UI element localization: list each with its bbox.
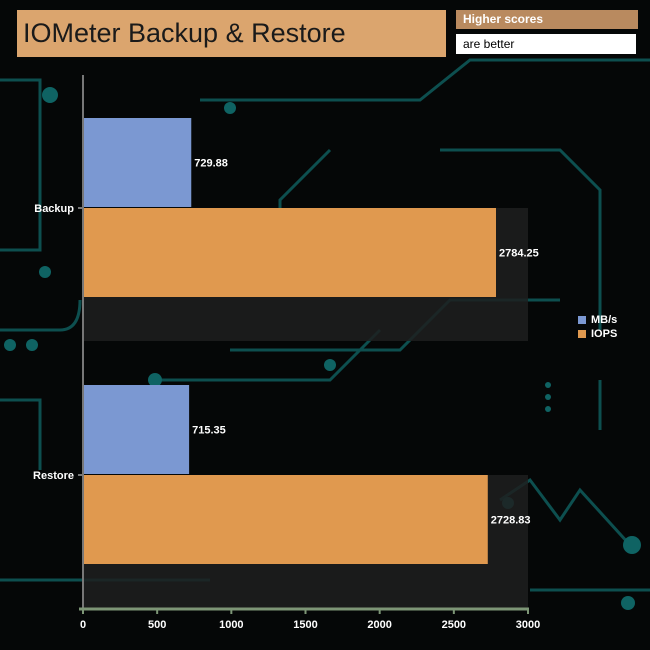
are-better-note: are better — [456, 34, 636, 54]
x-tick-label: 1500 — [293, 619, 317, 631]
category-label-backup: Backup — [34, 203, 74, 215]
x-tick-label: 2500 — [442, 619, 466, 631]
bar-backup-mbs — [83, 118, 192, 207]
legend: MB/s IOPS — [578, 313, 617, 341]
chart-title: IOMeter Backup & Restore — [17, 10, 446, 57]
bar-backup-iops — [83, 208, 496, 297]
x-tick-label: 3000 — [516, 619, 540, 631]
legend-swatch-iops — [578, 330, 586, 338]
x-tick-label: 2000 — [367, 619, 391, 631]
category-label-restore: Restore — [33, 470, 74, 482]
data-label: 715.35 — [192, 425, 226, 437]
data-label: 2784.25 — [499, 248, 539, 260]
bar-restore-iops — [83, 475, 488, 564]
x-tick-label: 500 — [148, 619, 166, 631]
x-tick-label: 0 — [80, 619, 86, 631]
legend-item-mbs: MB/s — [578, 313, 617, 327]
data-label: 2728.83 — [491, 515, 531, 527]
legend-item-iops: IOPS — [578, 327, 617, 341]
bar-restore-mbs — [83, 385, 190, 474]
x-tick-label: 1000 — [219, 619, 243, 631]
higher-scores-note: Higher scores — [456, 10, 638, 29]
legend-swatch-mbs — [578, 316, 586, 324]
data-label: 729.88 — [194, 158, 228, 170]
